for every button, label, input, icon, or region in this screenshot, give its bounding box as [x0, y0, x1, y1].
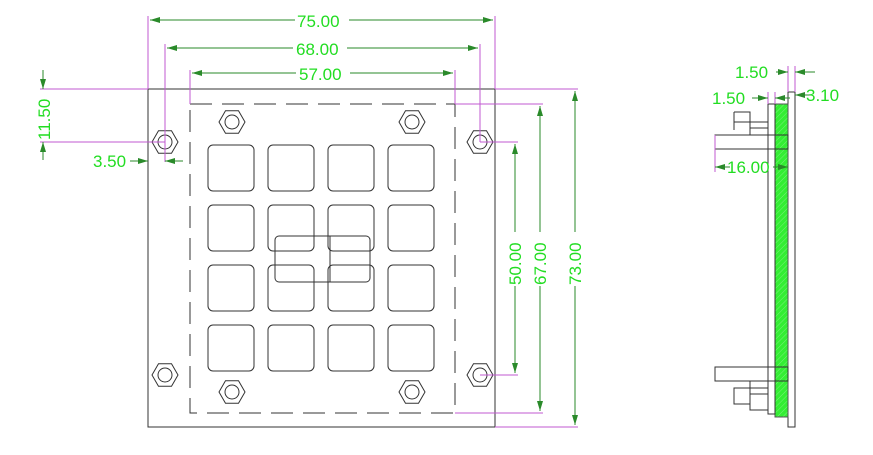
- front-view: [147, 88, 496, 428]
- rear-layer: [767, 103, 776, 415]
- mounting-nuts: [151, 110, 494, 404]
- key-button: [207, 204, 255, 252]
- dim-73: 73.00: [566, 242, 585, 285]
- key-button: [387, 324, 435, 372]
- dim-11-50: 11.50: [35, 99, 54, 140]
- side-view: 1.50 1.50 3.10 16.00: [712, 63, 839, 428]
- hex-nut-icon: [398, 380, 426, 404]
- dim-57: 57.00: [299, 65, 342, 84]
- side-dim-16: 16.00: [727, 158, 770, 177]
- hex-nut-icon: [218, 380, 246, 404]
- key-button: [387, 264, 435, 312]
- center-overlay: [274, 235, 371, 283]
- dim-68: 68.00: [296, 40, 339, 59]
- side-dim-1-50-top: 1.50: [735, 63, 768, 82]
- key-button: [387, 144, 435, 192]
- key-button: [267, 144, 315, 192]
- front-dimensions: 75.00 68.00 57.00 11.50 3.50 50.00 67.00…: [35, 10, 585, 428]
- key-button: [207, 324, 255, 372]
- inner-area-outline: [189, 103, 456, 414]
- dim-3-50: 3.50: [93, 152, 126, 171]
- key-button: [387, 204, 435, 252]
- dim-67: 67.00: [531, 242, 550, 285]
- key-button: [267, 324, 315, 372]
- side-dim-1-50: 1.50: [712, 89, 745, 108]
- standoff-bottom: [714, 366, 789, 382]
- key-button: [327, 324, 375, 372]
- pcb-board: [774, 103, 789, 418]
- board-outline: [147, 88, 496, 428]
- key-button: [207, 264, 255, 312]
- hex-nut-icon: [218, 110, 246, 134]
- front-plate: [787, 91, 796, 428]
- keypad-keys: [207, 144, 435, 372]
- dim-50: 50.00: [506, 242, 525, 285]
- key-button: [327, 264, 375, 312]
- key-button: [267, 204, 315, 252]
- key-button: [327, 204, 375, 252]
- key-button: [327, 144, 375, 192]
- key-button: [207, 144, 255, 192]
- side-dim-3-10: 3.10: [806, 86, 839, 105]
- key-button: [267, 264, 315, 312]
- hex-nut-icon: [151, 363, 179, 387]
- dim-75: 75.00: [297, 12, 340, 31]
- hex-nut-icon: [398, 110, 426, 134]
